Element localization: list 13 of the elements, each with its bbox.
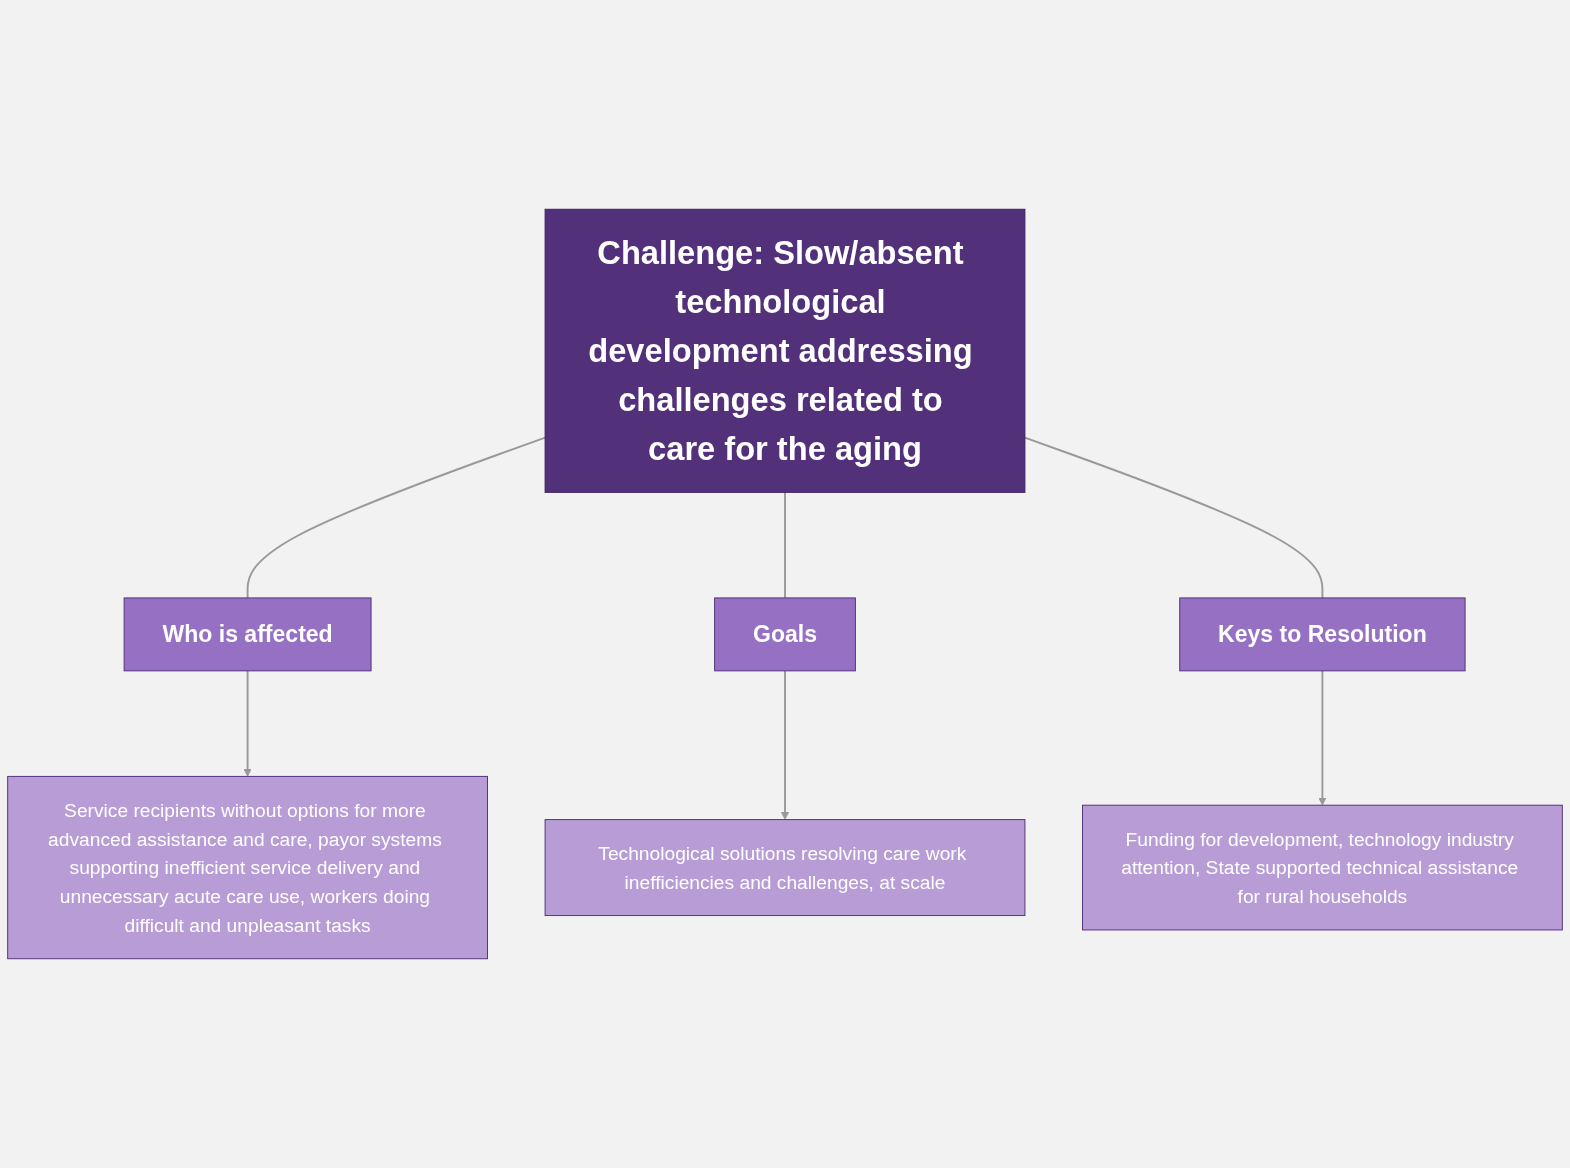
arrow [1318, 669, 1327, 806]
connector [1023, 436, 1324, 599]
connector [246, 436, 547, 599]
node-box: Goals [714, 597, 856, 672]
node-box: Technological solutions resolving care work inefficiencies and challenges, at scale [544, 819, 1026, 917]
arrow [780, 669, 790, 820]
node-box: Challenge: Slow/absent technological development addressing challenges related to care for the aging [544, 208, 1026, 493]
arrow [243, 669, 252, 777]
node-box: Funding for development, technology industry attention, State supported technical assistance for rural households [1082, 804, 1563, 931]
node-box: Keys to Resolution [1179, 597, 1466, 672]
node-box: Who is affected [123, 597, 372, 672]
node-box: Service recipients without options for more advanced assistance and care, payor systems supporting inefficient service delivery and unnecessary acute care use, workers doing difficult and unpleasant tasks [7, 775, 488, 960]
connector [784, 491, 786, 599]
